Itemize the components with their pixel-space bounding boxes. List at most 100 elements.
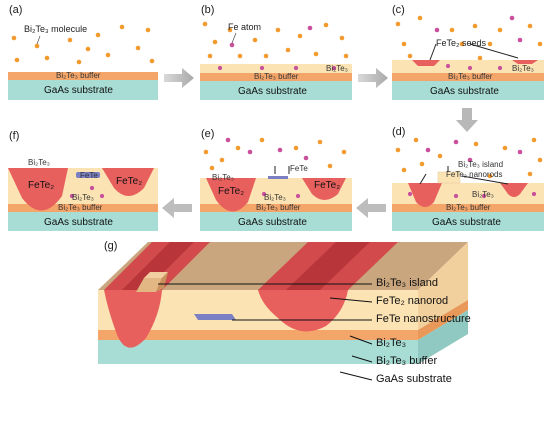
buffer-layer — [200, 204, 352, 212]
panel-e-tag: (e) — [201, 128, 215, 140]
fete2-nanorod — [500, 183, 528, 197]
fete2-left-label: FeTe₂ — [218, 186, 245, 197]
film-left-label: Bi₂Te₃ — [212, 173, 234, 182]
fete2-seed — [412, 60, 440, 66]
fete-nanostructure — [268, 176, 288, 179]
panel-b — [200, 21, 352, 100]
fete2-nanorod — [302, 178, 346, 200]
buffer-label: Bi₂Te₃ buffer — [254, 72, 299, 81]
substrate-layer — [392, 81, 544, 100]
legend-fete: FeTe nanostructure — [376, 313, 471, 325]
fete2-seed — [512, 60, 538, 64]
buffer-layer — [8, 72, 158, 80]
fete2-right-label: FeTe₂ — [116, 176, 143, 187]
process-arrows — [162, 68, 478, 218]
film-label: Bi₂Te₃ — [512, 64, 534, 73]
arrow-right-icon — [358, 68, 388, 88]
buffer-layer — [392, 73, 544, 81]
substrate-layer — [8, 80, 158, 100]
arrow-right-icon — [164, 68, 194, 88]
film-layer — [200, 64, 352, 73]
bi2te3-island — [437, 171, 461, 184]
panel-c — [392, 15, 544, 100]
molecule-label: Bi₂Te₃ molecule — [24, 24, 88, 34]
legend-island: Bi₂Te₃ island — [376, 277, 438, 289]
buffer-label: Bi₂Te₃ buffer — [58, 203, 103, 212]
molecule-dots — [395, 15, 543, 61]
fete-nanostructure — [76, 172, 100, 178]
panel-d — [392, 137, 544, 231]
bi2te3-island-side — [156, 272, 168, 292]
fe-atom-dots — [69, 185, 105, 199]
substrate-layer — [200, 212, 352, 231]
fete2-nanorod — [206, 178, 256, 212]
nanorods-label: FeTe₂ nanorods — [446, 170, 503, 179]
buffer-label: Bi₂Te₃ buffer — [448, 72, 493, 81]
arrow-down-icon — [456, 108, 478, 132]
panel-a-tag: (a) — [9, 4, 23, 16]
fete2-nanorod-groove — [286, 242, 370, 290]
panel-g-tag: (g) — [104, 240, 118, 252]
bi2te3-island — [136, 278, 162, 292]
panel-f — [8, 168, 158, 231]
molecule-dots — [11, 24, 155, 65]
buffer-label: Bi₂Te₃ buffer — [446, 203, 491, 212]
arrow-left-icon — [162, 198, 192, 218]
legend-film: Bi₂Te₃ — [376, 337, 407, 349]
substrate-label: GaAs substrate — [238, 86, 307, 97]
substrate-label: GaAs substrate — [44, 217, 113, 228]
fete2-nanorod — [102, 168, 154, 196]
fete2-right-label: FeTe₂ — [314, 180, 341, 191]
legend-substrate: GaAs substrate — [376, 373, 452, 385]
substrate-layer — [200, 81, 352, 100]
panel-e — [200, 137, 352, 231]
fete2-nanorod-groove — [122, 242, 194, 290]
substrate-label: GaAs substrate — [238, 217, 307, 228]
fe-atom-label: Fe atom — [228, 22, 262, 32]
substrate-layer — [8, 212, 158, 231]
film-label: Bi₂Te₃ — [264, 193, 286, 202]
fete-nanostructure — [194, 314, 236, 320]
fete-label: FeTe — [80, 171, 98, 180]
fe-atom-dots — [225, 137, 309, 199]
seeds-label: FeTe₂ seeds — [436, 38, 487, 48]
arrow-left-icon — [356, 198, 386, 218]
legend-buffer: Bi₂Te₃ buffer — [376, 355, 438, 367]
panel-d-tag: (d) — [392, 126, 406, 138]
film-label: Bi₂Te₃ — [326, 64, 348, 73]
buffer-label: Bi₂Te₃ buffer — [256, 203, 301, 212]
island-label: Bi₂Te₃ island — [458, 160, 504, 169]
panel-g-3d-block — [98, 242, 468, 381]
buffer-layer — [392, 204, 544, 212]
buffer-label: Bi₂Te₃ buffer — [56, 71, 101, 80]
front-buffer — [98, 330, 418, 340]
fete2-nanorod-front — [104, 290, 162, 348]
leader-lines — [158, 283, 373, 381]
panel-f-tag: (f) — [9, 130, 20, 142]
fete2-left-label: FeTe₂ — [28, 180, 55, 191]
buffer-layer — [200, 73, 352, 81]
panel-b-tag: (b) — [201, 4, 215, 16]
film-label: Bi₂Te₃ — [472, 190, 494, 199]
legend-nanorod: FeTe₂ nanorod — [376, 295, 449, 307]
substrate-label: GaAs substrate — [432, 217, 501, 228]
bi2te3-island-top — [144, 272, 168, 278]
fete-label: FeTe — [290, 164, 308, 173]
molecule-dots — [202, 21, 349, 59]
panel-a — [8, 24, 158, 100]
buffer-layer — [8, 204, 158, 212]
panel-c-tag: (c) — [392, 4, 405, 16]
molecule-dots — [203, 137, 347, 171]
fe-atom-dots — [217, 25, 337, 71]
fe-atom-dots — [407, 139, 537, 199]
fete2-nanorod-front — [258, 290, 348, 332]
substrate-layer — [392, 212, 544, 231]
fete2-nanorod — [8, 168, 68, 211]
fete2-nanorod — [408, 183, 442, 207]
side-film — [418, 242, 468, 330]
film-top-label: Bi₂Te₃ — [28, 158, 50, 167]
fe-atom-dots — [434, 15, 523, 71]
substrate-label: GaAs substrate — [430, 86, 499, 97]
